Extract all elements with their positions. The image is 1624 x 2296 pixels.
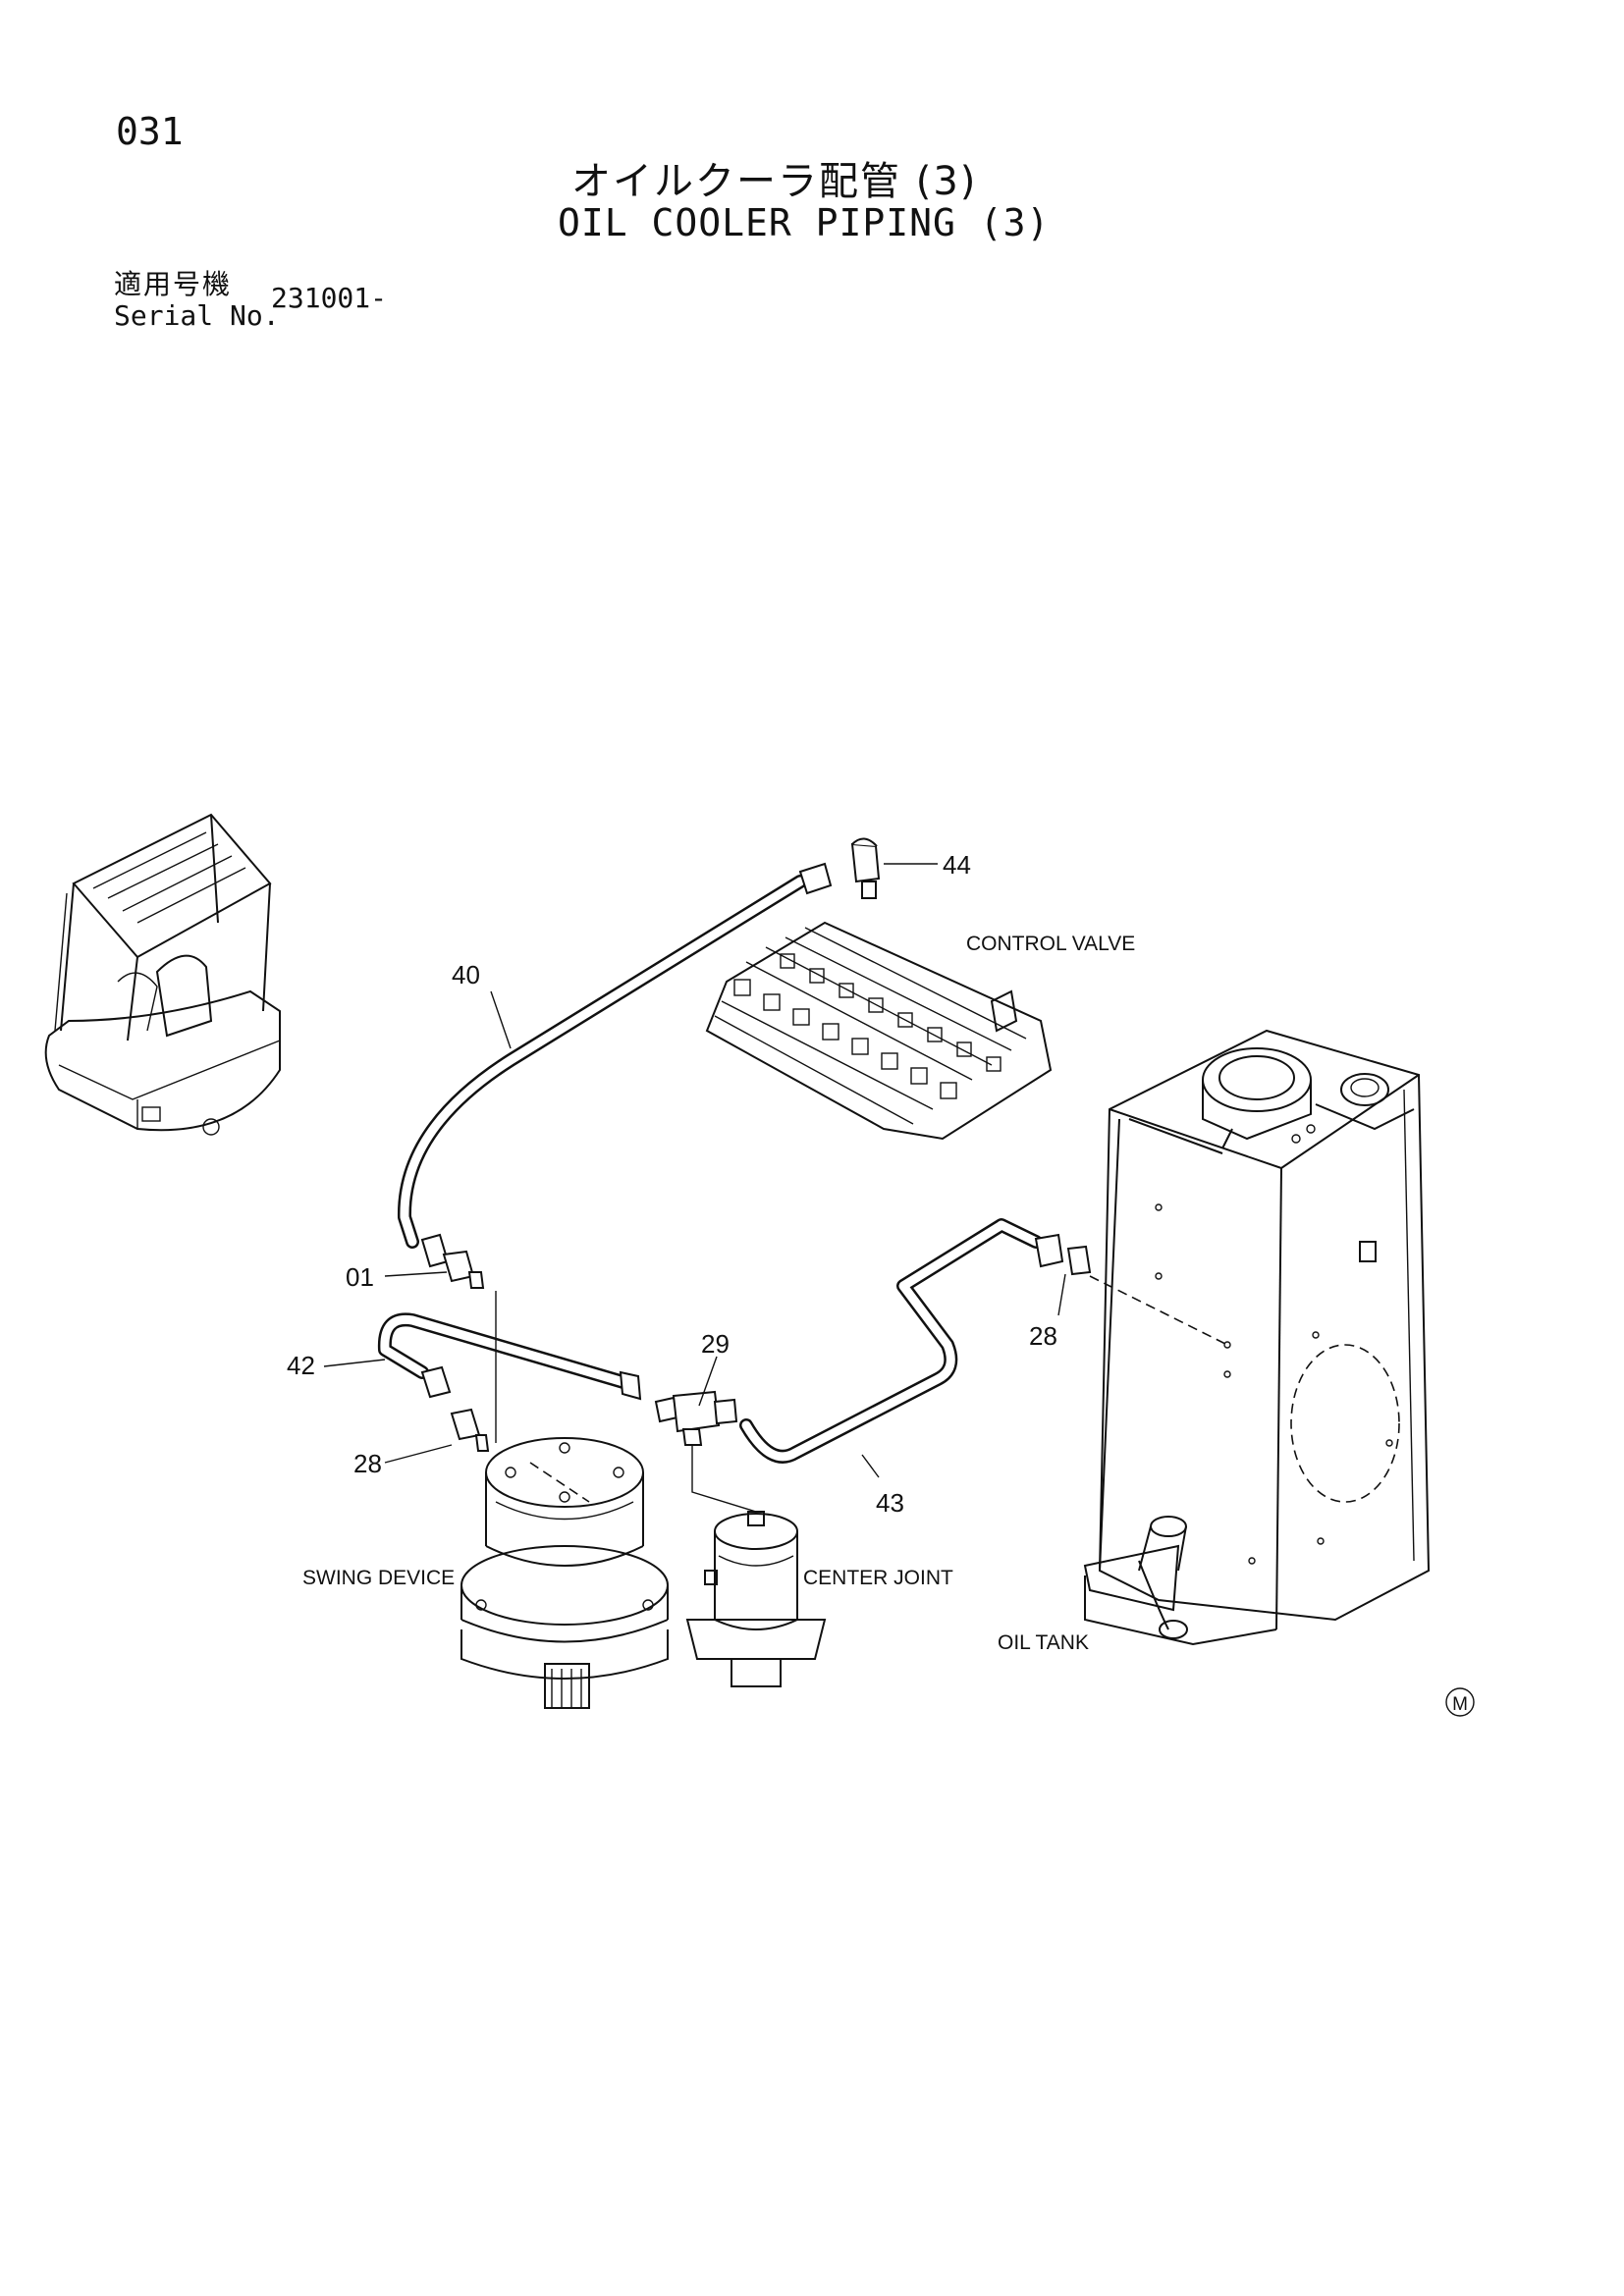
center-joint-drawing	[685, 1511, 827, 1687]
hose-40	[397, 875, 807, 1249]
hose-42-end-nut	[619, 1370, 642, 1401]
fitting-28-left	[420, 1365, 490, 1452]
swing-device-drawing	[460, 1437, 669, 1709]
hose-42	[377, 1312, 630, 1389]
leader-lines	[323, 863, 1066, 1478]
page-number: 031	[116, 110, 184, 153]
callout-44: 44	[943, 850, 971, 880]
label-center-joint: CENTER JOINT	[803, 1567, 953, 1589]
fitting-28-right	[1034, 1233, 1092, 1276]
title-english: OIL COOLER PIPING (3)	[558, 201, 1051, 244]
fitting-01	[420, 1233, 485, 1289]
callout-40: 40	[452, 960, 480, 989]
serial-label-japanese: 適用号機	[114, 268, 233, 300]
callout-28-left: 28	[353, 1449, 382, 1478]
hose-40-end-nut	[798, 862, 833, 895]
pipe-43	[739, 1218, 1043, 1464]
label-swing-device: SWING DEVICE	[302, 1567, 455, 1589]
fitting-29-connection-line	[691, 1445, 757, 1513]
fitting-29	[654, 1390, 738, 1446]
excavator-thumbnail	[44, 813, 281, 1136]
label-oil-tank: OIL TANK	[998, 1631, 1089, 1654]
callout-28-right: 28	[1029, 1321, 1057, 1351]
svg-text:M: M	[1452, 1694, 1468, 1715]
serial-label-english: Serial No.	[114, 299, 280, 332]
oil-tank-drawing	[1083, 1029, 1431, 1646]
callout-42: 42	[287, 1351, 315, 1380]
title-japanese: オイルクーラ配管 (3)	[571, 159, 978, 204]
callout-29: 29	[701, 1329, 730, 1359]
control-valve-drawing	[705, 921, 1053, 1141]
serial-value: 231001-	[271, 282, 388, 314]
circled-m-mark: M	[1445, 1687, 1475, 1717]
callout-01: 01	[346, 1262, 374, 1292]
label-control-valve: CONTROL VALVE	[966, 933, 1135, 955]
callout-43: 43	[876, 1488, 904, 1518]
fitting-44	[850, 837, 881, 899]
